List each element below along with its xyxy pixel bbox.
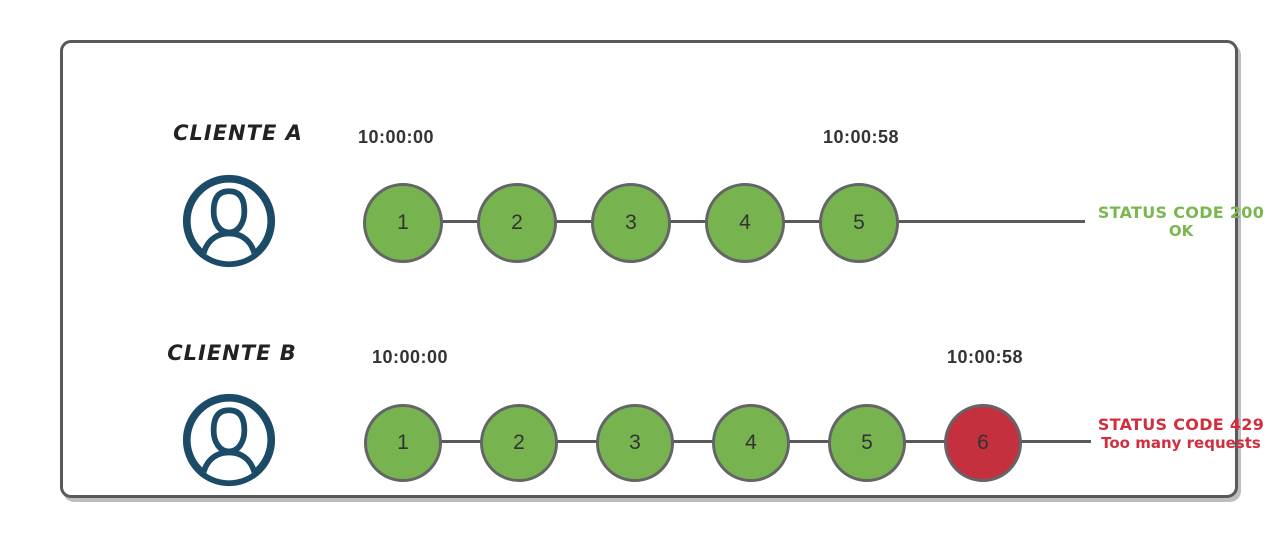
timestamp-start: 10:00:00 [371,347,449,367]
request-circle: 4 [712,404,790,482]
status-line2: OK [1168,222,1194,240]
timestamp-start: 10:00:00 [357,127,435,147]
client-a-label: CLIENTE A [173,121,303,145]
client-b-label: CLIENTE B [167,341,297,365]
request-circle-rejected: 6 [944,404,1022,482]
timestamp-end: 10:00:58 [946,347,1024,367]
diagram-frame: CLIENTE A 10:00:00 10:00:58 1 2 3 4 5 [60,40,1264,498]
request-circle: 2 [477,183,557,263]
request-circle: 3 [596,404,674,482]
status-line1: STATUS CODE 429 [1097,415,1265,434]
request-circle: 5 [828,404,906,482]
request-circle: 1 [363,183,443,263]
status-line1: STATUS CODE 200 [1097,203,1265,222]
user-avatar-icon [181,392,277,488]
status-line2: Too many requests [1101,434,1261,452]
request-circle: 4 [705,183,785,263]
request-circle: 1 [364,404,442,482]
request-circle: 2 [480,404,558,482]
request-circle: 3 [591,183,671,263]
status-code-429: STATUS CODE 429 Too many requests [1089,415,1273,453]
timestamp-end: 10:00:58 [822,127,900,147]
status-code-200: STATUS CODE 200 OK [1089,203,1273,241]
request-circle: 5 [819,183,899,263]
user-avatar-icon [181,173,277,269]
